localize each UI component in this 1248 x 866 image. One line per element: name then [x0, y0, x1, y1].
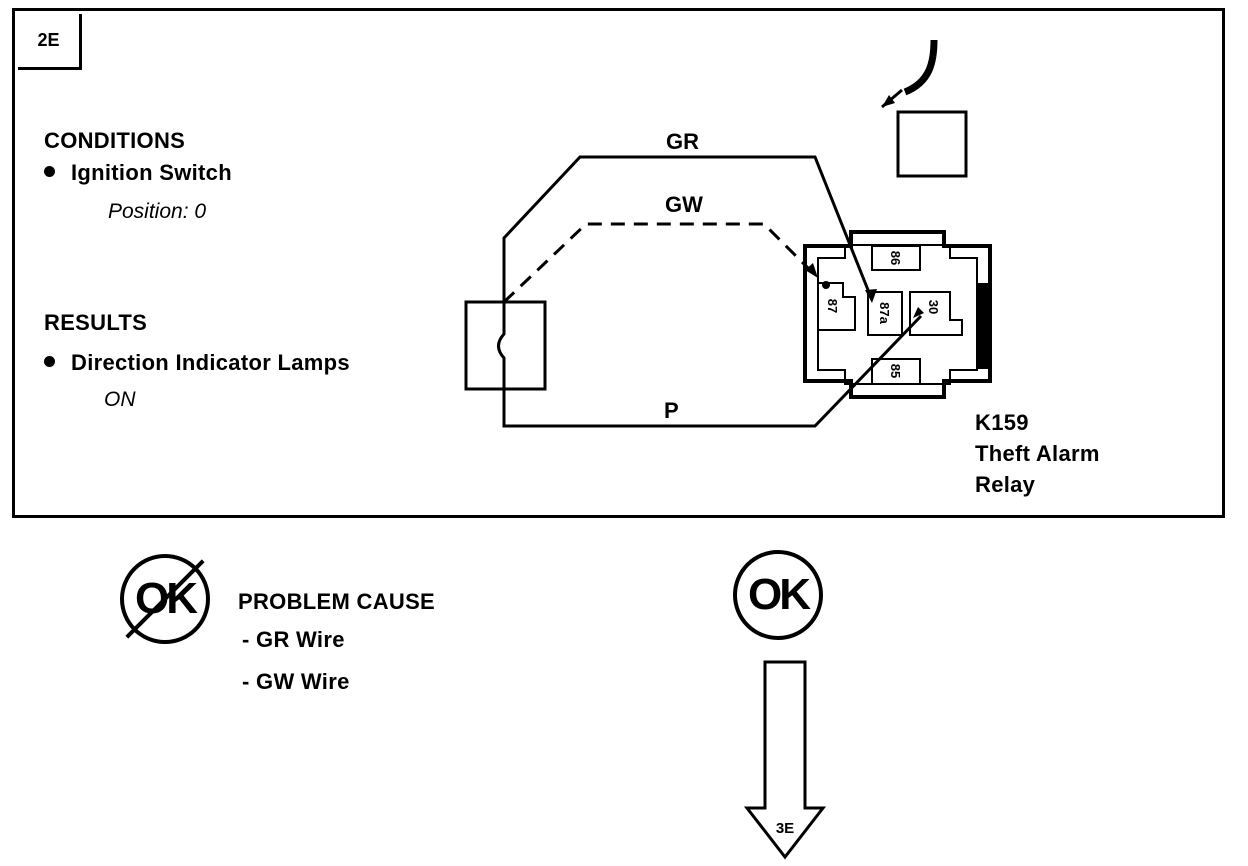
p-arrow-icon	[913, 307, 924, 318]
relay-side-tab	[976, 283, 988, 369]
terminal-label-87a: 87a	[877, 302, 892, 324]
wire-label-gr: GR	[666, 129, 699, 154]
bullet-icon	[44, 166, 55, 177]
relay-body	[803, 230, 992, 399]
not-ok-label: OK	[135, 574, 198, 623]
next-step-arrow-icon	[743, 660, 827, 860]
result-item-label: Direction Indicator Lamps	[71, 350, 350, 375]
relay-name-line2: Relay	[975, 472, 1036, 497]
relay-id: K159	[975, 410, 1029, 435]
wire-p	[502, 314, 923, 428]
relay-name-line1: Theft Alarm	[975, 441, 1100, 466]
terminal-label-86: 86	[888, 251, 903, 265]
probe-arrow-icon	[882, 95, 895, 107]
conditions-heading: CONDITIONS	[44, 128, 186, 153]
wire-gw	[502, 222, 817, 304]
next-step-label: 3E	[776, 820, 794, 837]
result-item: Direction Indicator Lamps	[44, 350, 350, 376]
socket-box	[896, 110, 968, 178]
terminal-85	[871, 358, 921, 385]
relay-body-inner	[817, 244, 978, 385]
terminal-label-30: 30	[926, 300, 941, 314]
terminal-86	[871, 245, 921, 271]
wire-label-gw: GW	[665, 192, 703, 217]
terminal-label-87: 87	[825, 299, 840, 313]
test-step-frame	[12, 8, 1225, 518]
results-heading: RESULTS	[44, 310, 148, 335]
result-detail: ON	[104, 388, 136, 411]
step-id-label: 2E	[18, 14, 82, 70]
problem-cause-item: - GW Wire	[242, 669, 350, 694]
gr-arrow-icon	[865, 289, 877, 303]
condition-detail: Position: 0	[108, 200, 207, 223]
ok-badge: OK	[733, 550, 823, 640]
terminal-87a	[867, 291, 903, 336]
terminal-label-85: 85	[888, 364, 903, 378]
probe-lead	[903, 39, 938, 96]
lamp-filament-symbol	[497, 302, 506, 389]
terminal-30	[909, 291, 963, 336]
terminal-87-dot	[822, 281, 830, 289]
bullet-icon	[44, 356, 55, 367]
condition-item: Ignition Switch	[44, 160, 232, 186]
gw-arrow-icon	[805, 263, 818, 278]
problem-cause-heading: PROBLEM CAUSE	[238, 589, 436, 614]
terminal-87	[817, 282, 856, 331]
wire-gr	[502, 155, 874, 302]
problem-cause-item: - GR Wire	[242, 627, 345, 652]
not-ok-badge: OK	[120, 554, 210, 644]
wire-label-p: P	[664, 398, 679, 423]
ok-label: OK	[748, 570, 811, 619]
condition-item-label: Ignition Switch	[71, 160, 232, 185]
